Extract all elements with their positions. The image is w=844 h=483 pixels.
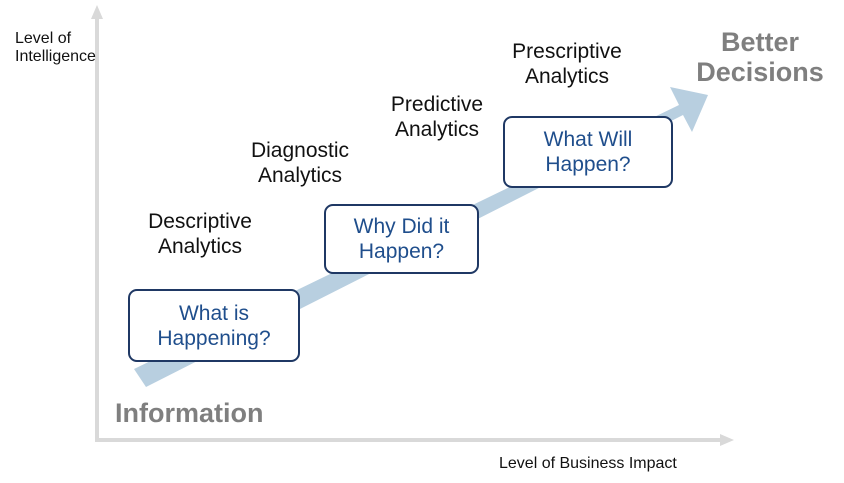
stage-predictive-line1: Predictive	[390, 93, 484, 116]
better-decisions-line2: Decisions	[696, 57, 824, 87]
x-axis-label: Level of Business Impact	[499, 455, 677, 472]
information-label: Information	[115, 398, 264, 428]
question-why-did-it-happen-line2: Happen?	[358, 240, 445, 263]
stage-diagnostic-line1: Diagnostic	[250, 139, 350, 162]
question-what-will-happen-line2: Happen?	[545, 153, 631, 176]
stage-prescriptive-label: Prescriptive Analytics	[497, 39, 637, 89]
y-axis-label-line1: Level of	[15, 30, 72, 47]
y-axis-arrowhead	[91, 5, 103, 19]
better-decisions-label: Better Decisions	[690, 27, 830, 87]
stage-prescriptive-line1: Prescriptive	[512, 40, 622, 63]
x-axis-arrowhead	[720, 434, 734, 446]
stage-diagnostic-label: Diagnostic Analytics	[230, 138, 370, 188]
question-box-why-did-it-happen: Why Did it Happen?	[324, 204, 479, 274]
question-what-is-happening-line1: What is	[178, 301, 249, 325]
question-why-did-it-happen: Why Did it Happen?	[354, 214, 450, 264]
question-what-will-happen-line1: What Will	[543, 128, 633, 151]
question-what-is-happening-line2: Happening?	[157, 326, 271, 350]
stage-predictive-line2: Analytics	[394, 118, 480, 141]
question-why-did-it-happen-line1: Why Did it	[353, 215, 450, 238]
stage-descriptive-line1: Descriptive	[148, 210, 252, 233]
stage-prescriptive-line2: Analytics	[524, 65, 610, 88]
better-decisions-line1: Better	[720, 27, 800, 57]
y-axis-label-line2: Intelligence	[15, 48, 96, 65]
question-box-what-is-happening: What is Happening?	[128, 289, 300, 362]
stage-predictive-label: Predictive Analytics	[367, 92, 507, 142]
question-what-is-happening: What is Happening?	[157, 301, 270, 351]
stage-descriptive-label: Descriptive Analytics	[130, 209, 270, 259]
stage-descriptive-line2: Analytics	[157, 235, 243, 258]
y-axis-label: Level of Intelligence	[15, 30, 96, 66]
stage-diagnostic-line2: Analytics	[257, 164, 343, 187]
question-box-what-will-happen: What Will Happen?	[503, 116, 673, 188]
question-what-will-happen: What Will Happen?	[544, 127, 633, 177]
